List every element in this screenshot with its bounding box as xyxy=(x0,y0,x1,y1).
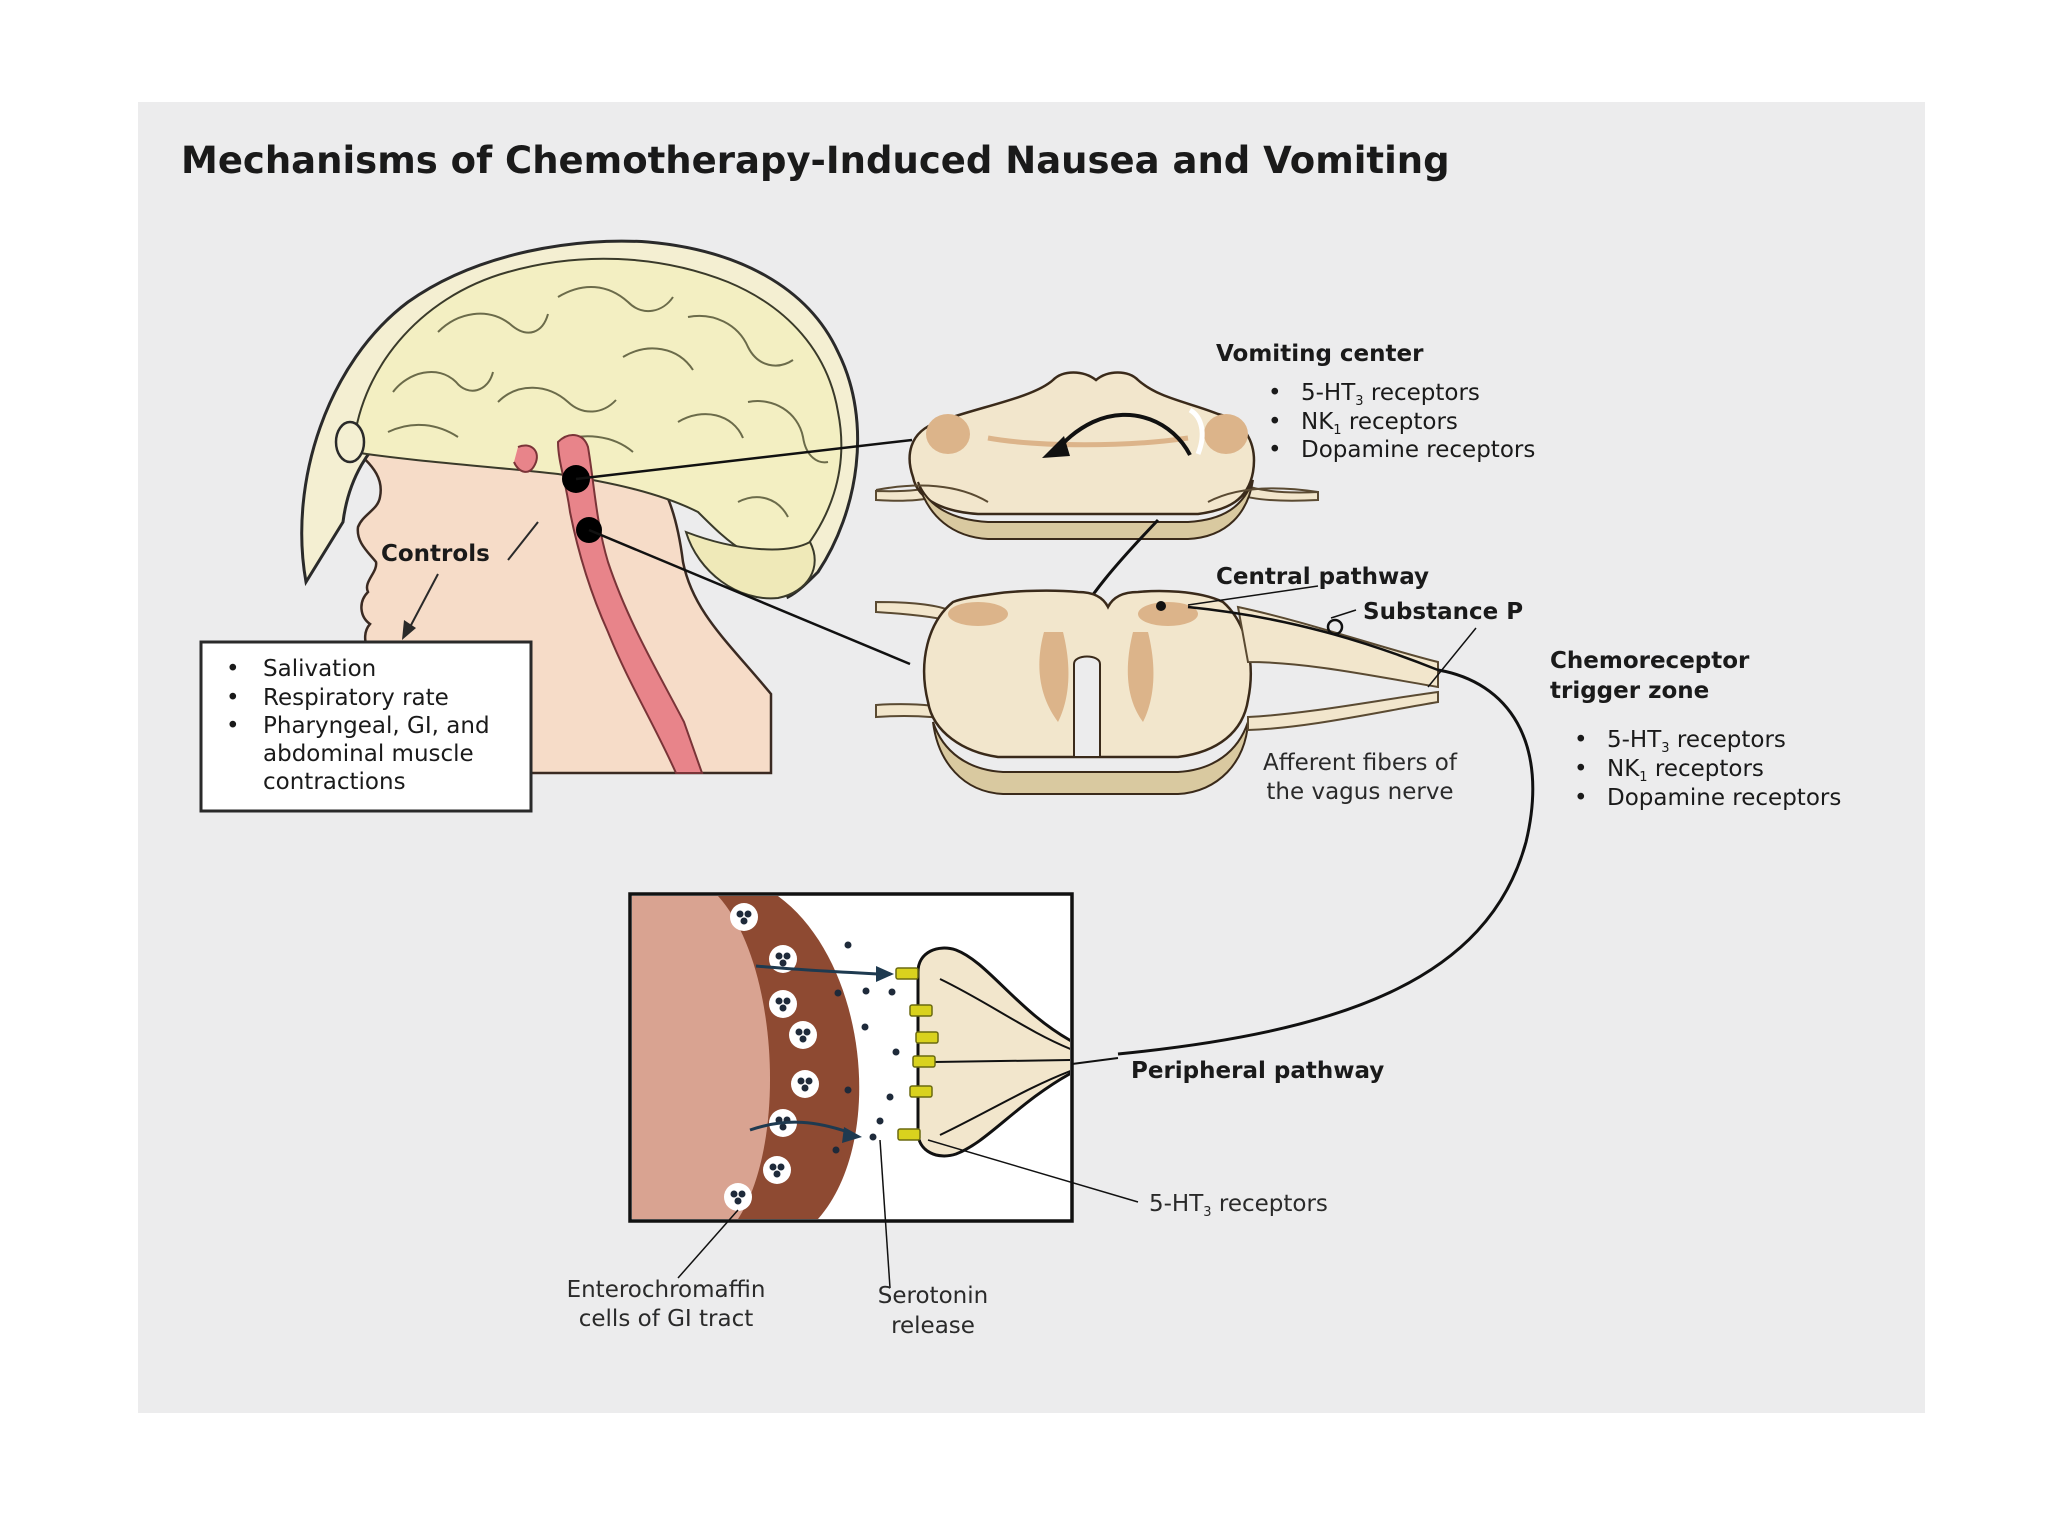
peripheral-leader xyxy=(1071,1057,1119,1065)
svg-text:•: • xyxy=(1574,727,1588,753)
enterochromaffin-label-1: Enterochromaffin xyxy=(567,1277,766,1303)
serotonin-label-2: release xyxy=(891,1313,975,1339)
controls-line xyxy=(507,521,539,561)
cerebellum xyxy=(684,530,816,600)
receptor-leader xyxy=(927,1139,1139,1203)
ctz-receptors: • 5-HT3 receptors • NK1 receptors • Dopa… xyxy=(1574,727,1841,811)
lower-cord-section xyxy=(875,589,1439,795)
afferent-label-1: Afferent fibers of xyxy=(1263,750,1458,776)
svg-text:•: • xyxy=(1574,785,1588,811)
substance-p-label: Substance P xyxy=(1363,599,1523,625)
afferent-label-2: the vagus nerve xyxy=(1266,779,1453,805)
vomiting-center-heading: Vomiting center xyxy=(1216,341,1424,367)
controls-arrowhead xyxy=(402,620,416,640)
ctz-receptor-nk1: NK1 receptors xyxy=(1607,756,1764,785)
vc-receptor-5ht3: 5-HT3 receptors xyxy=(1301,380,1480,409)
central-pathway-leader xyxy=(1187,585,1319,606)
vc-receptor-nk1: NK1 receptors xyxy=(1301,409,1458,438)
substance-p-leader xyxy=(1330,609,1357,619)
vomiting-center-arrow xyxy=(1054,412,1192,456)
svg-text:•: • xyxy=(1268,437,1282,463)
controls-item: Respiratory rate xyxy=(263,685,449,711)
slide-panel: Mechanisms of Chemotherapy-Induced Nause… xyxy=(138,102,1925,1413)
orbit xyxy=(334,420,366,464)
pituitary xyxy=(513,444,538,473)
svg-text:•: • xyxy=(1268,409,1282,435)
ctz-line xyxy=(588,528,911,666)
serotonin-leader xyxy=(879,1139,891,1289)
central-pathway-label: Central pathway xyxy=(1216,564,1429,590)
peripheral-pathway-label: Peripheral pathway xyxy=(1131,1058,1384,1084)
enterochromaffin-label-2: cells of GI tract xyxy=(579,1306,754,1332)
ctz-receptor-dopamine: Dopamine receptors xyxy=(1607,785,1841,811)
controls-item: Salivation xyxy=(263,656,376,682)
svg-text:•: • xyxy=(1574,756,1588,782)
ctz-heading-2: trigger zone xyxy=(1550,678,1709,704)
svg-text:•: • xyxy=(1268,380,1282,406)
controls-item: abdominal muscle xyxy=(263,741,474,767)
gut-inset xyxy=(628,892,1074,1223)
serotonin-label-1: Serotonin xyxy=(878,1283,988,1309)
vomiting-center-line xyxy=(575,438,913,481)
diagram-title: Mechanisms of Chemotherapy-Induced Nause… xyxy=(181,139,1450,182)
enterochromaffin-cells xyxy=(724,903,819,1211)
vomiting-center-receptors: • 5-HT3 receptors • NK1 receptors • Dopa… xyxy=(1268,380,1535,463)
svg-text:•: • xyxy=(226,713,240,739)
controls-item: contractions xyxy=(263,769,406,795)
svg-text:•: • xyxy=(226,656,240,682)
controls-box xyxy=(199,640,533,813)
serotonin-dots xyxy=(832,941,900,1154)
ctz-heading-1: Chemoreceptor xyxy=(1550,648,1750,674)
receptor-markers xyxy=(895,967,939,1141)
receptor-label: 5-HT3 receptors xyxy=(1149,1191,1328,1220)
peripheral-fiber xyxy=(1117,668,1535,1056)
enterochromaffin-leader xyxy=(677,1209,739,1279)
controls-arrow xyxy=(409,573,439,628)
ctz-receptor-5ht3: 5-HT3 receptors xyxy=(1607,727,1786,756)
afferent-leader xyxy=(1427,627,1477,688)
controls-list: • Salivation • Respiratory rate • Pharyn… xyxy=(226,656,490,795)
upper-cord-section xyxy=(875,371,1319,540)
controls-item: Pharyngeal, GI, and xyxy=(263,713,490,739)
cinv-diagram: Mechanisms of Chemotherapy-Induced Nause… xyxy=(181,139,1841,1339)
controls-label: Controls xyxy=(381,541,490,567)
vc-receptor-dopamine: Dopamine receptors xyxy=(1301,437,1535,463)
svg-text:•: • xyxy=(226,685,240,711)
